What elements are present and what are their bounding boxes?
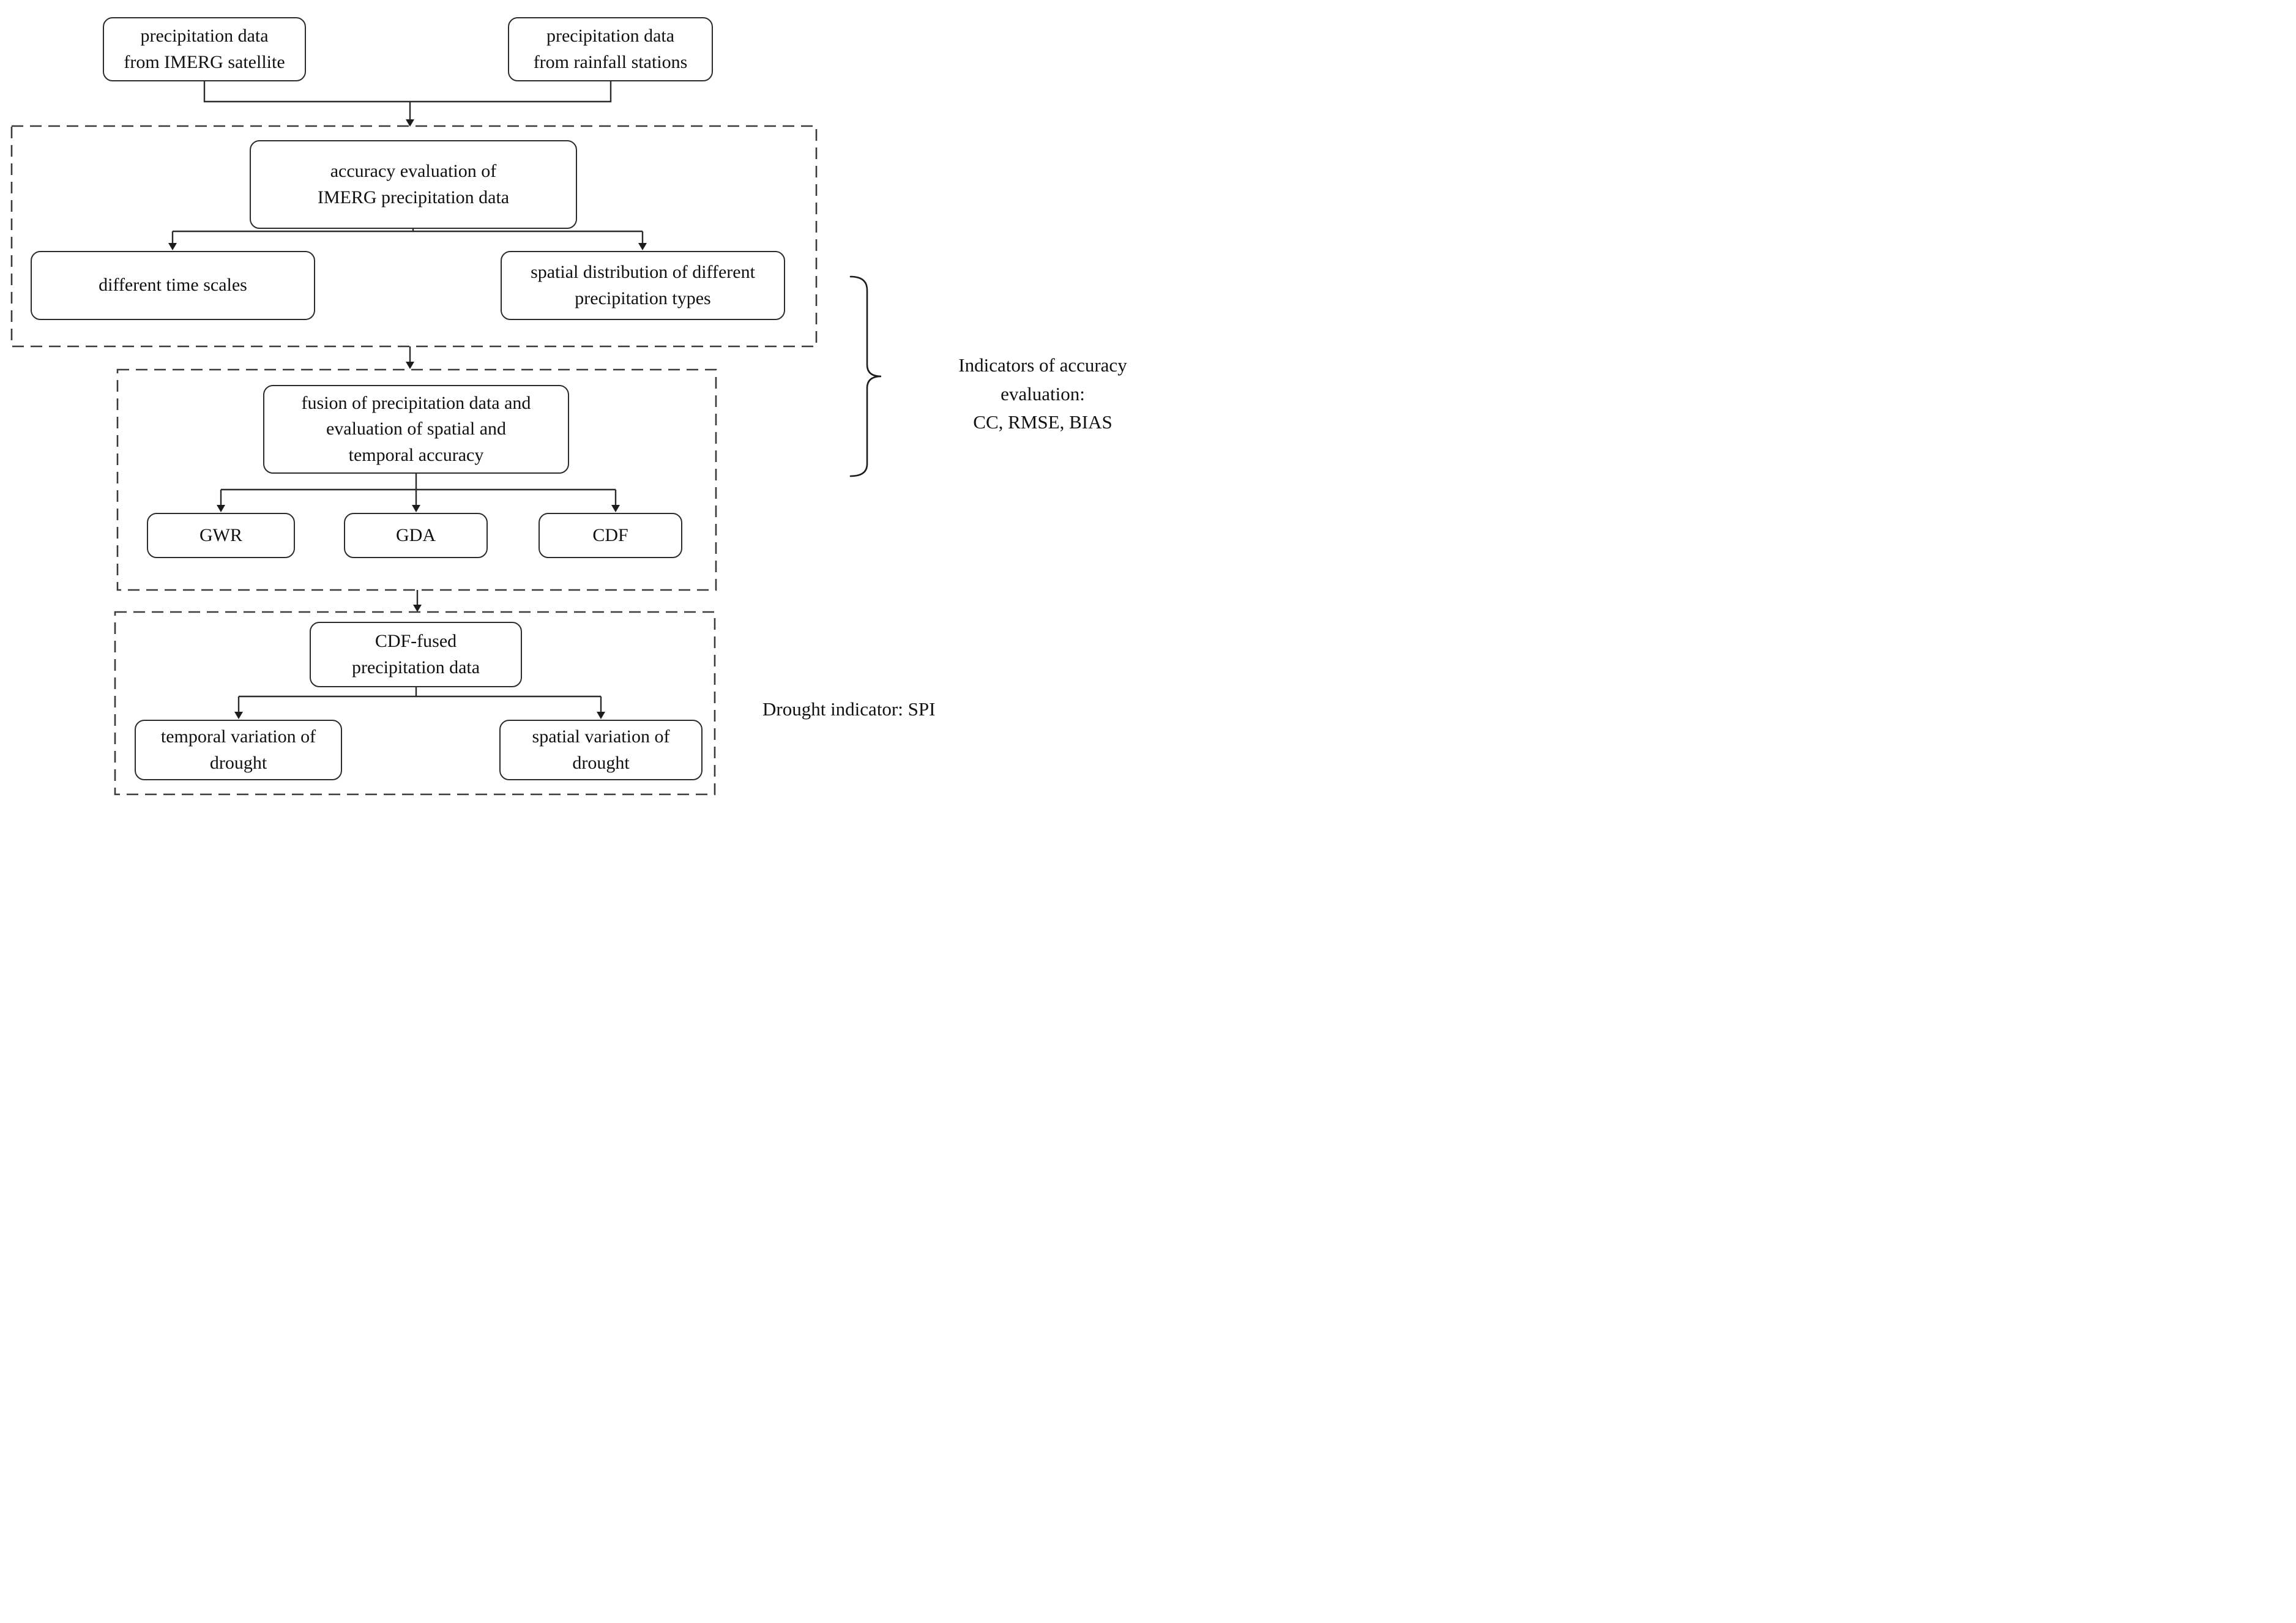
diagram-lines-layer (10, 81, 882, 796)
node-gda: GDA (344, 513, 488, 558)
arrowhead-spatial-distribution (638, 243, 647, 250)
arrowhead-spatial-variation (597, 712, 605, 719)
node-fusion-evaluation: fusion of precipitation data and evaluat… (263, 385, 569, 474)
connector-accuracy-branch (171, 229, 644, 245)
arrowhead-cdf (611, 505, 620, 512)
curly-brace (849, 275, 882, 477)
node-time-scales: different time scales (31, 251, 315, 320)
arrowhead-gda (412, 505, 420, 512)
group-drought-analysis (114, 611, 716, 796)
flowchart-figure: precipitation data from IMERG satellite … (0, 0, 1148, 812)
arrowhead-gwr (217, 505, 225, 512)
node-temporal-variation: temporal variation of drought (135, 720, 342, 780)
arrowhead-group3 (413, 605, 422, 612)
node-spatial-variation: spatial variation of drought (499, 720, 703, 780)
connector-top-merge (203, 81, 612, 103)
connector-drought-branch (237, 687, 602, 714)
arrowhead-time-scales (168, 243, 177, 250)
node-gwr: GWR (147, 513, 295, 558)
annotation-drought-indicator: Drought indicator: SPI (762, 698, 936, 720)
annotation-accuracy-indicators: Indicators of accuracy evaluation: CC, R… (958, 354, 1127, 433)
arrowhead-group2 (406, 362, 414, 369)
connector-fusion-branch (220, 474, 617, 507)
arrowhead-temporal-variation (234, 712, 243, 719)
arrowheads (168, 119, 647, 719)
group-fusion-methods (116, 368, 717, 591)
node-spatial-distribution: spatial distribution of different precip… (501, 251, 785, 320)
node-imerg-satellite: precipitation data from IMERG satellite (103, 17, 306, 81)
node-accuracy-evaluation: accuracy evaluation of IMERG precipitati… (250, 140, 577, 229)
node-rainfall-stations: precipitation data from rainfall station… (508, 17, 713, 81)
node-cdf: CDF (539, 513, 682, 558)
arrowhead-into-accuracy-group (406, 119, 414, 127)
node-cdf-fused: CDF-fused precipitation data (310, 622, 522, 687)
